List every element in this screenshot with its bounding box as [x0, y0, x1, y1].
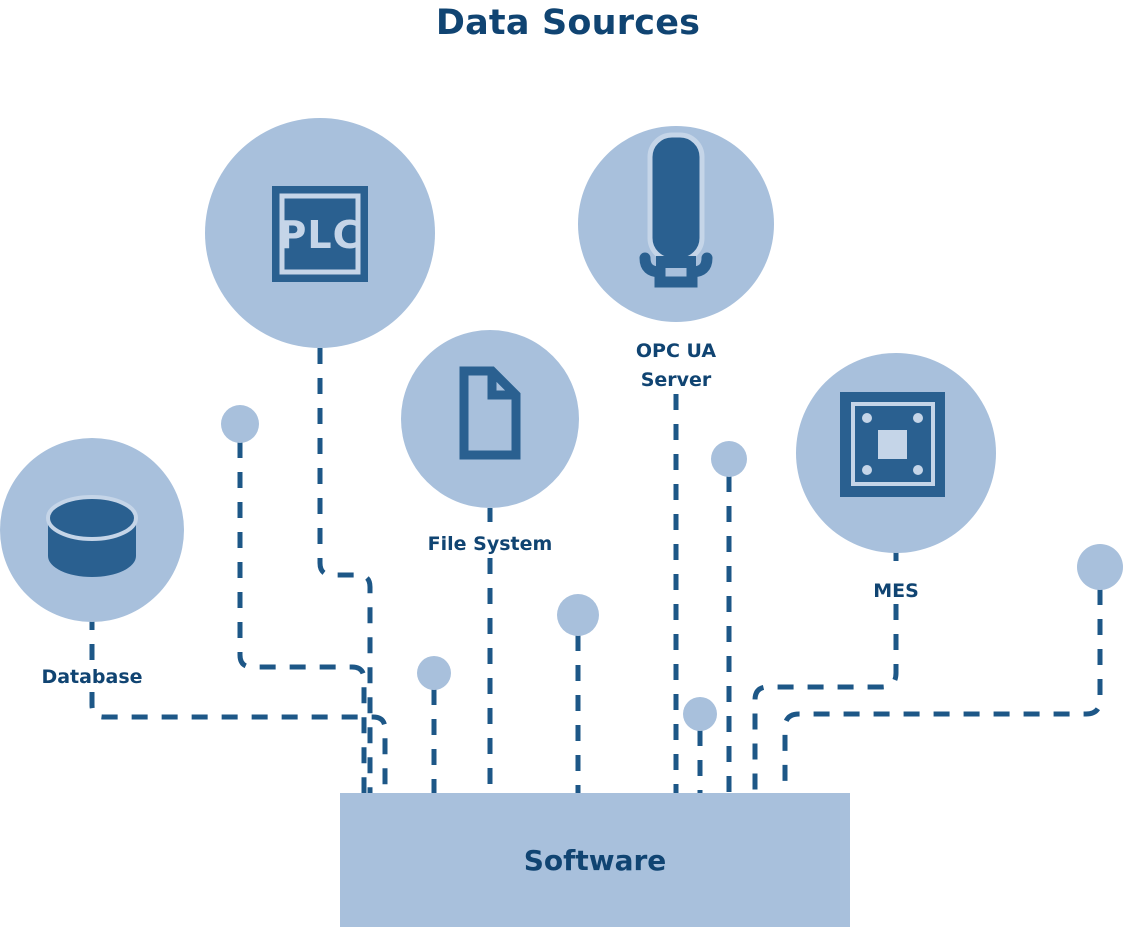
connector-dots	[221, 405, 1123, 731]
connector-dot-6	[782, 589, 1103, 795]
connector-dot-node-2	[417, 656, 451, 690]
label-mes: MES	[873, 580, 919, 602]
connector-dot-node-6	[1077, 544, 1123, 590]
label-opcua-line1: OPC UA	[636, 340, 716, 362]
database-cylinder-icon	[46, 495, 138, 577]
software-box[interactable]	[340, 793, 850, 927]
plc-square-icon	[272, 186, 368, 282]
connector-database-lower	[89, 692, 388, 795]
connector-lines	[89, 300, 1103, 795]
connector-dot-1	[237, 442, 367, 795]
document-page-icon	[459, 366, 521, 460]
connector-dot-node-4	[683, 697, 717, 731]
connector-plc	[317, 348, 373, 795]
node-opcua[interactable]	[578, 126, 774, 322]
diagram-title: Data Sources	[436, 3, 700, 43]
node-mes[interactable]	[796, 353, 996, 553]
label-opcua-line2: Server	[641, 369, 712, 391]
server-tower-icon	[639, 132, 713, 288]
label-database: Database	[41, 666, 142, 688]
connector-dot-node-1	[221, 405, 259, 443]
plc-icon-label: PLC	[279, 213, 362, 257]
filesystem-circle	[401, 330, 579, 508]
connector-dot-node-5	[711, 441, 747, 477]
label-filesystem: File System	[428, 533, 553, 555]
connector-mes-lower	[752, 604, 899, 795]
node-filesystem[interactable]	[401, 330, 579, 508]
software-box-label: Software	[524, 844, 667, 877]
node-database[interactable]	[0, 438, 184, 622]
chip-board-icon	[831, 392, 945, 497]
connector-dot-node-3	[557, 594, 599, 636]
node-plc[interactable]	[205, 118, 435, 348]
